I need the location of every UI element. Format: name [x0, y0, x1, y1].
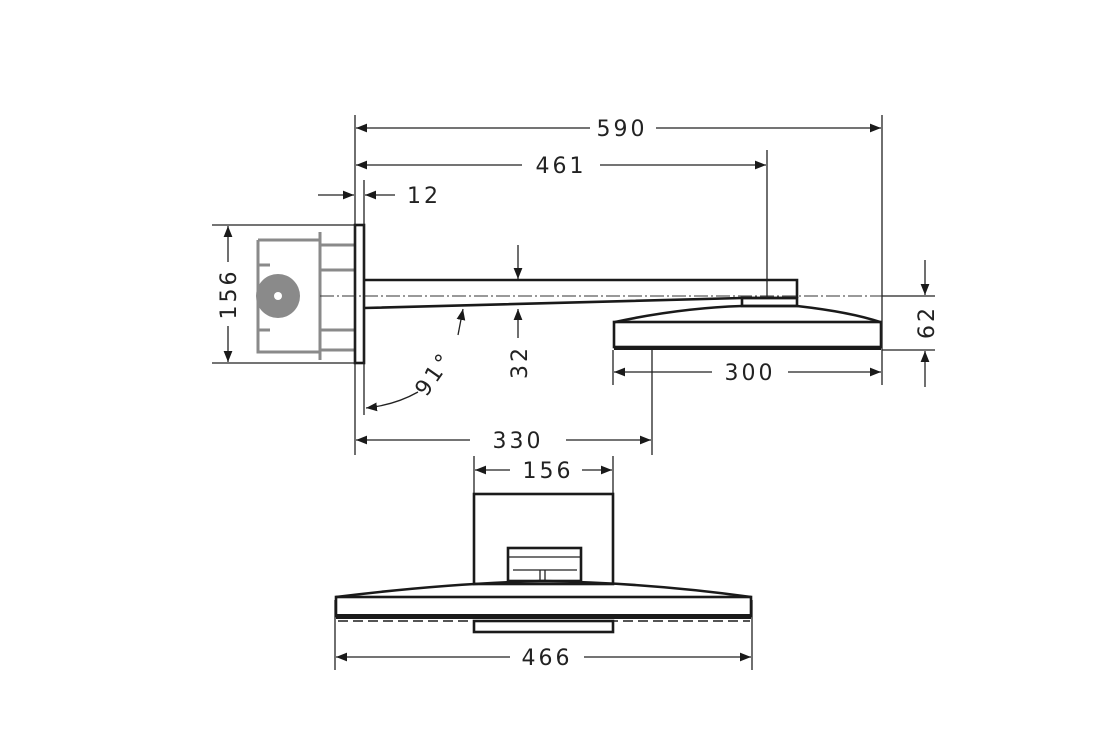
dim-label: 12	[407, 184, 441, 209]
dim-label: 300	[725, 361, 776, 386]
head-connector-front	[506, 546, 583, 583]
wall-plate	[353, 223, 366, 365]
dim-330: 330	[356, 429, 651, 454]
dim-label: 62	[915, 305, 940, 339]
dim-label: 91°	[411, 347, 459, 401]
dim-156-front: 156	[475, 459, 612, 484]
dim-label: 461	[536, 154, 587, 179]
front-view: 156 466	[334, 456, 753, 671]
side-view: 590 461 12 156 32 91°	[212, 115, 940, 455]
dim-156-side: 156	[217, 226, 242, 362]
dim-300: 300	[614, 361, 881, 386]
dim-91-angle: 91°	[365, 308, 466, 412]
dim-461: 461	[356, 154, 766, 179]
dim-62: 62	[915, 260, 940, 387]
shower-head-front	[334, 579, 753, 634]
dim-label: 156	[217, 269, 242, 320]
wall-box	[256, 232, 355, 360]
dim-label: 590	[597, 117, 648, 142]
dim-466: 466	[336, 646, 751, 671]
dim-label: 32	[508, 345, 533, 379]
dim-label: 466	[522, 646, 573, 671]
arm-front	[472, 492, 615, 586]
shower-arm	[363, 278, 799, 310]
dim-590: 590	[356, 117, 881, 142]
shower-head-side	[612, 304, 883, 350]
dim-label: 156	[523, 459, 574, 484]
dim-label: 330	[493, 429, 544, 454]
dim-32: 32	[508, 245, 533, 379]
dim-12: 12	[318, 184, 441, 209]
